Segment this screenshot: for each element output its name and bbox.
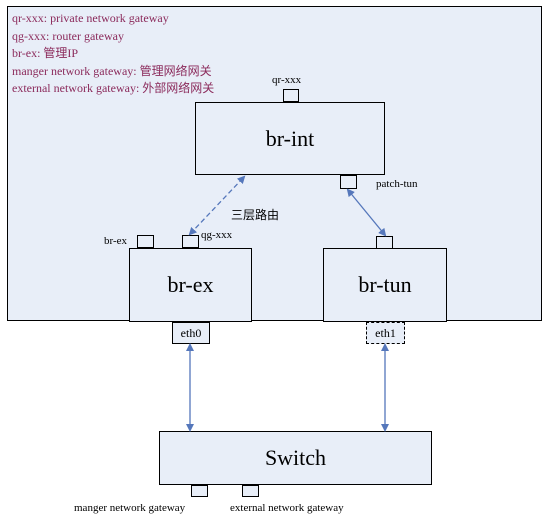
eth0-interface: eth0 [172,322,210,344]
manger-gateway-port [191,485,208,497]
br-int-label: br-int [265,125,315,151]
br-int-bridge: br-int [195,102,385,175]
external-gateway-label: external network gateway [230,502,344,514]
br-ex-port [137,235,154,248]
legend-item: manger network gateway: 管理网络网关 [12,63,212,78]
legend-item: qg-xxx: router gateway [12,28,124,43]
qg-port [182,235,199,248]
legend-item: qr-xxx: private network gateway [12,11,169,25]
l3-routing-label: 三层路由 [231,208,280,222]
external-gateway-port [242,485,259,497]
qr-port [283,89,299,102]
manger-gateway-label: manger network gateway [74,502,186,514]
br-ex-bridge: br-ex [129,248,252,322]
legend: qr-xxx: private network gateway qg-xxx: … [12,10,214,98]
legend-item: br-ex: 管理IP [12,46,79,60]
qg-port-label: qg-xxx [201,229,233,241]
br-tun-bridge: br-tun [323,248,447,322]
patch-tun-port [340,175,357,189]
br-ex-port-label: br-ex [104,235,127,247]
switch-label: Switch [264,445,327,470]
legend-item: external network gateway: 外部网络网关 [12,81,215,95]
patch-tun-label: patch-tun [376,178,418,190]
eth0-label: eth0 [180,325,202,340]
br-ex-label: br-ex [167,272,214,297]
br-tun-label: br-tun [358,272,412,297]
eth1-label: eth1 [375,325,396,340]
qr-port-label: qr-xxx [272,74,302,86]
switch: Switch [159,431,432,485]
eth1-interface: eth1 [366,322,405,344]
